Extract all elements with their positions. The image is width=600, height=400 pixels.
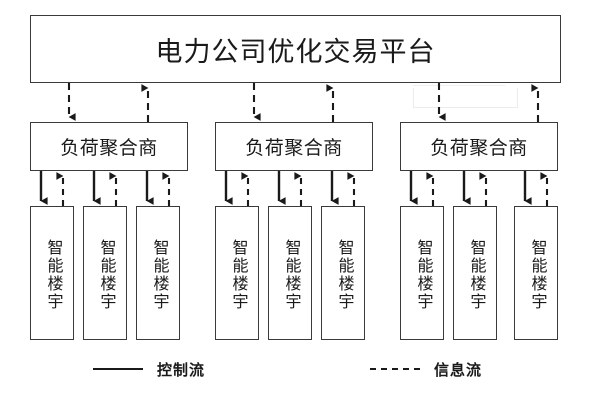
building-label: 智能楼宇 bbox=[150, 239, 168, 311]
platform-label: 电力公司优化交易平台 bbox=[155, 36, 436, 67]
building-label: 智能楼宇 bbox=[467, 239, 485, 311]
edge-platform-to-aggregator-1 bbox=[67, 83, 150, 122]
node-load-aggregator-3[interactable]: 负荷聚合商 bbox=[400, 122, 558, 171]
building-label: 智能楼宇 bbox=[528, 239, 546, 311]
building-label: 智能楼宇 bbox=[44, 239, 62, 311]
background-artifact-rect bbox=[413, 88, 518, 108]
legend-item-information-flow: 信息流 bbox=[370, 355, 482, 383]
node-smart-building-5[interactable]: 智能楼宇 bbox=[268, 206, 312, 340]
background-artifact-rect-top bbox=[413, 85, 505, 89]
node-smart-building-3[interactable]: 智能楼宇 bbox=[136, 206, 180, 340]
dashed-line-icon bbox=[370, 368, 420, 370]
edge-aggregator3-to-buildings bbox=[409, 171, 549, 206]
aggregator-label: 负荷聚合商 bbox=[60, 138, 158, 159]
edge-platform-to-aggregator-2 bbox=[252, 83, 335, 122]
legend-item-control-flow: 控制流 bbox=[93, 355, 205, 383]
node-power-company-platform[interactable]: 电力公司优化交易平台 bbox=[30, 15, 561, 83]
node-smart-building-2[interactable]: 智能楼宇 bbox=[83, 206, 127, 340]
building-label: 智能楼宇 bbox=[335, 239, 353, 311]
legend: 控制流 信息流 bbox=[0, 352, 600, 386]
node-smart-building-1[interactable]: 智能楼宇 bbox=[30, 206, 74, 340]
node-smart-building-7[interactable]: 智能楼宇 bbox=[400, 206, 444, 340]
edge-aggregator2-to-buildings bbox=[224, 171, 356, 206]
node-smart-building-4[interactable]: 智能楼宇 bbox=[215, 206, 259, 340]
node-smart-building-6[interactable]: 智能楼宇 bbox=[321, 206, 365, 340]
aggregator-label: 负荷聚合商 bbox=[430, 138, 528, 159]
building-label: 智能楼宇 bbox=[282, 239, 300, 311]
building-label: 智能楼宇 bbox=[229, 239, 247, 311]
node-smart-building-9[interactable]: 智能楼宇 bbox=[514, 206, 558, 340]
node-load-aggregator-1[interactable]: 负荷聚合商 bbox=[30, 122, 188, 171]
node-load-aggregator-2[interactable]: 负荷聚合商 bbox=[215, 122, 373, 171]
node-smart-building-8[interactable]: 智能楼宇 bbox=[453, 206, 497, 340]
building-label: 智能楼宇 bbox=[97, 239, 115, 311]
edge-aggregator1-to-buildings bbox=[39, 171, 171, 206]
legend-label-information-flow: 信息流 bbox=[434, 360, 483, 379]
aggregator-label: 负荷聚合商 bbox=[245, 138, 343, 159]
legend-label-control-flow: 控制流 bbox=[157, 360, 206, 379]
solid-line-icon bbox=[93, 368, 143, 370]
building-label: 智能楼宇 bbox=[414, 239, 432, 311]
